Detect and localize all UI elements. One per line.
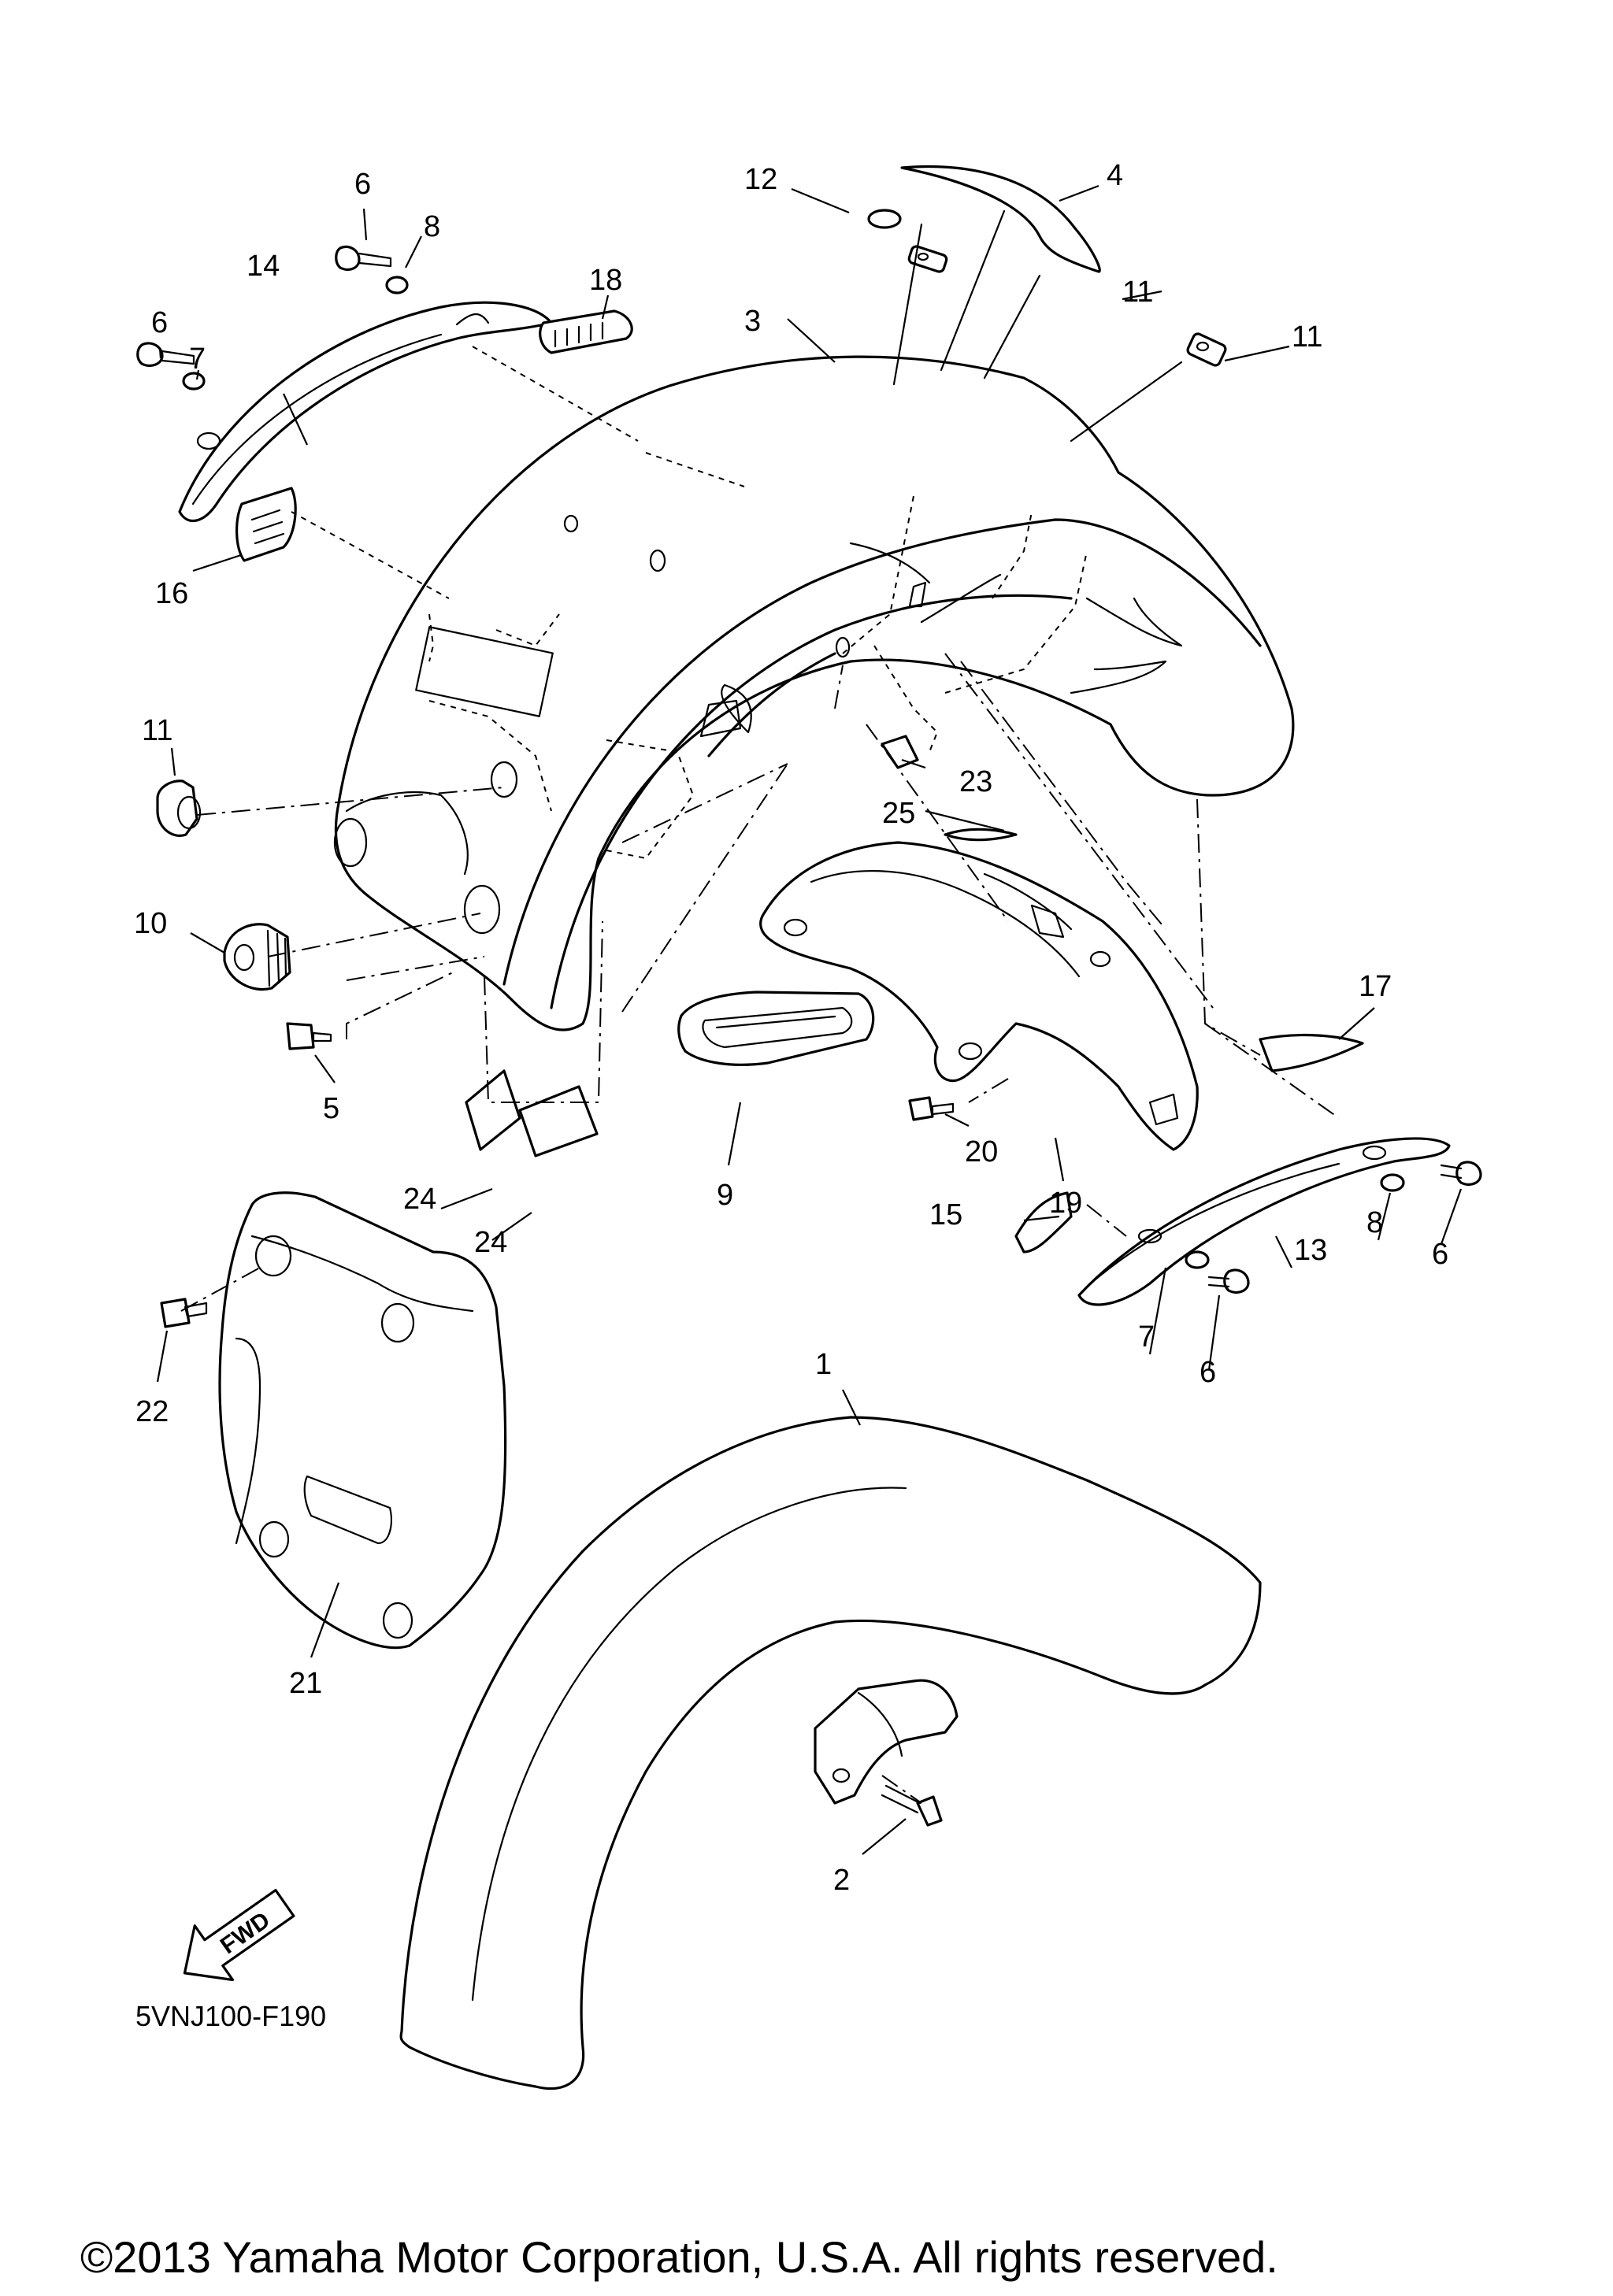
callout-7-left: 7 [189,343,206,376]
callout-18: 18 [589,264,622,297]
callout-12: 12 [744,163,777,196]
callout-6-left: 6 [151,306,168,339]
callout-23: 23 [959,765,992,798]
callout-14: 14 [247,250,280,283]
drawing-code: 5VNJ100-F190 [135,2000,326,2032]
callout-2: 2 [833,1864,850,1897]
pads [465,1069,599,1157]
leader-lines [156,184,1463,1855]
callout-6-top: 6 [354,168,371,201]
front-fender [399,1416,1262,2090]
callout-24-left: 24 [403,1183,436,1216]
callout-labels: 1 2 3 4 5 6 6 6 6 7 7 8 8 9 10 11 11 11 … [134,159,1448,1897]
callout-17: 17 [1359,970,1392,1003]
inner-fender [677,735,1199,1151]
top-trim-part [900,165,1101,273]
callout-25: 25 [882,797,915,830]
callout-10: 10 [134,907,167,940]
callout-1: 1 [815,1348,832,1381]
callout-11-right: 11 [1292,320,1322,354]
callout-8-right: 8 [1366,1206,1383,1239]
callout-9: 9 [717,1179,733,1212]
assembly-lines [180,209,1340,1804]
callout-20: 20 [965,1135,998,1168]
side-cover [160,1191,507,1650]
callout-15: 15 [929,1198,962,1231]
callout-13: 13 [1294,1234,1327,1267]
callout-3: 3 [744,305,761,338]
callout-21: 21 [289,1667,322,1700]
callout-11-left: 11 [142,714,172,747]
rear-fender [333,355,1295,1031]
callout-24-right: 24 [474,1226,507,1259]
callout-6-right: 6 [1432,1238,1448,1271]
callout-5: 5 [323,1092,339,1125]
callout-16: 16 [155,577,188,610]
callout-7-right: 7 [1138,1320,1155,1354]
fender-rail-left [136,245,633,562]
callout-6-bottom: 6 [1200,1356,1216,1389]
forward-direction-arrow: FWD [183,1888,295,1982]
callout-22: 22 [135,1395,169,1428]
callout-11-upper: 11 [1122,276,1153,309]
fender-rail-right [1014,1033,1482,1306]
callout-8-top: 8 [424,210,440,243]
callout-19: 19 [1049,1187,1082,1220]
callout-4: 4 [1107,159,1123,192]
plug-and-bolt [223,923,332,1050]
grommets [156,209,1227,837]
copyright-notice: ©2013 Yamaha Motor Corporation, U.S.A. A… [80,2232,1278,2282]
